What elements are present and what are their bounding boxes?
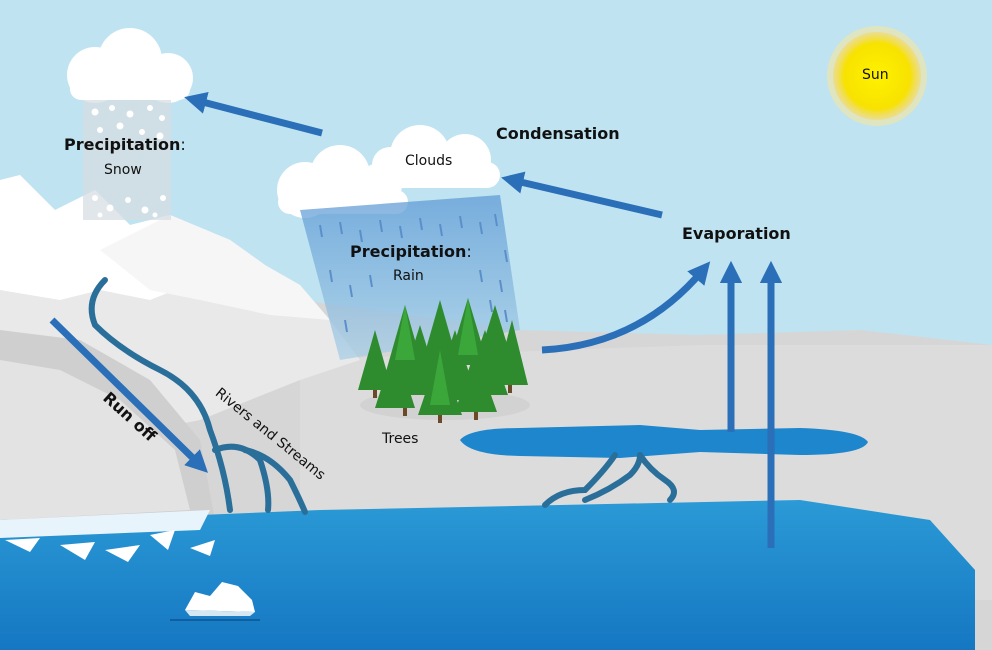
arrow-trees-evaporation	[541, 261, 711, 354]
cloud-main	[277, 125, 500, 218]
trees-icon	[358, 298, 528, 423]
trees-label: Trees	[382, 431, 419, 447]
arrow-to-condensation	[501, 171, 663, 219]
precipitation-rain-colon: :	[466, 242, 472, 261]
rivers	[88, 277, 308, 515]
iceberg	[185, 582, 255, 612]
arrow-to-snow-cloud	[184, 91, 323, 137]
precipitation-snow-label: Precipitation:	[64, 135, 186, 154]
snowflakes	[91, 105, 166, 218]
lake	[460, 425, 868, 458]
precipitation-rain-title: Precipitation	[350, 242, 467, 261]
precipitation-snow-title: Precipitation	[64, 135, 181, 154]
condensation-label: Condensation	[496, 124, 620, 143]
evaporation-label: Evaporation	[682, 224, 791, 243]
sun-label: Sun	[862, 67, 889, 83]
arrow-run-off	[49, 317, 209, 473]
cloud-snow	[67, 28, 193, 103]
snow-label: Snow	[104, 162, 142, 178]
precipitation-snow-colon: :	[180, 135, 186, 154]
raindrops	[319, 213, 508, 333]
rain-label: Rain	[393, 268, 424, 284]
precipitation-rain-label: Precipitation:	[350, 242, 472, 261]
sun-icon	[833, 32, 921, 120]
clouds-label: Clouds	[405, 153, 453, 169]
